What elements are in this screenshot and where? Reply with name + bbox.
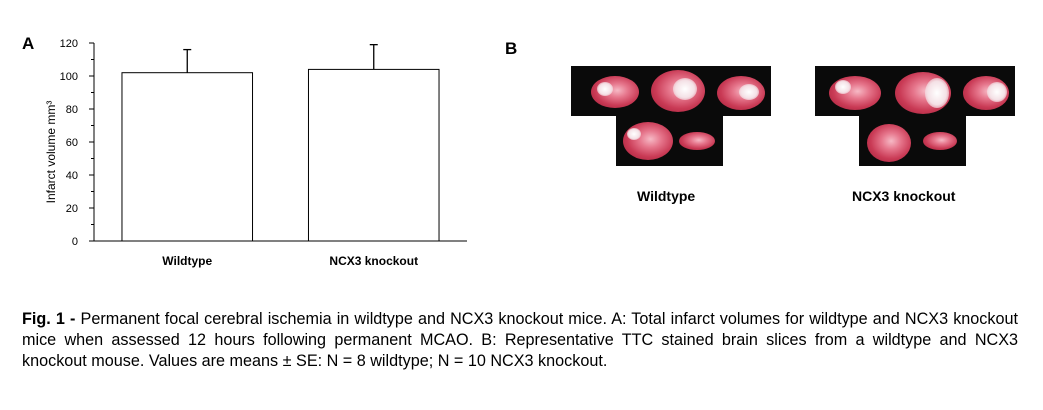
wildtype-slice-2 [651,70,705,112]
knockout-slice-3 [963,76,1009,110]
wildtype-brain-slices-image [571,66,771,166]
y-tick-label: 80 [66,104,78,116]
panel-a-letter: A [22,34,35,53]
y-tick-label: 20 [66,203,78,215]
knockout-slice-1 [829,76,881,110]
wildtype-slice-1 [591,76,639,108]
wildtype-slice-4 [623,122,673,160]
wildtype-slice-5 [679,132,715,150]
knockout-photo-label: NCX3 knockout [852,188,956,204]
wildtype-photo-label: Wildtype [637,188,696,204]
y-tick-label: 40 [66,170,78,182]
y-tick-label: 120 [60,38,78,50]
panel-b-letter: B [505,39,518,58]
y-axis-label: Infarct volume mm³ [44,101,58,204]
caption-text: Permanent focal cerebral ischemia in wil… [22,310,1018,370]
y-tick-label: 0 [72,236,78,248]
y-tick-label: 60 [66,137,78,149]
knockout-slice-2 [895,72,951,114]
figure-caption: Fig. 1 - Permanent focal cerebral ischem… [22,309,1018,372]
bar [307,68,440,242]
wildtype-slice-3 [717,76,765,110]
knockout-slice-4 [867,124,911,162]
bar [121,72,254,242]
x-tick-label: Wildtype [162,254,212,268]
x-tick-label: NCX3 knockout [329,254,418,268]
y-tick-label: 100 [60,71,78,83]
knockout-slice-5 [923,132,957,150]
ncx3-knockout-brain-slices-image [815,66,1015,166]
caption-label: Fig. 1 - [22,310,76,328]
